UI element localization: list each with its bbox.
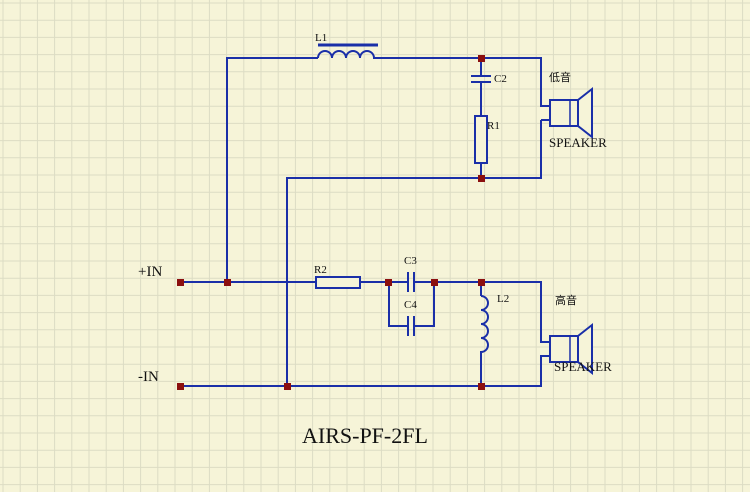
label-c3: C3 bbox=[404, 255, 417, 267]
capacitor-c4 bbox=[407, 316, 415, 336]
label-low-speaker: SPEAKER bbox=[549, 135, 607, 150]
wire-low-return bbox=[286, 119, 550, 386]
node-l1-tap bbox=[224, 279, 231, 286]
wiring bbox=[180, 57, 550, 387]
label-minus-in: -IN bbox=[138, 369, 159, 385]
label-low-band: 低音 bbox=[549, 70, 571, 84]
wire-l1-out bbox=[376, 57, 550, 107]
node-l2-bottom bbox=[478, 383, 485, 390]
capacitor-c3 bbox=[407, 272, 415, 292]
label-c4: C4 bbox=[404, 299, 417, 311]
speaker-high bbox=[549, 322, 593, 376]
label-plus-in: +IN bbox=[138, 264, 162, 280]
wire-c4-branch-right bbox=[414, 282, 435, 327]
junction-nodes bbox=[177, 55, 485, 390]
node-l2-top bbox=[478, 279, 485, 286]
speaker-low bbox=[549, 86, 593, 140]
wire-minus-in bbox=[180, 355, 550, 387]
inductor-l1 bbox=[317, 43, 378, 59]
node-minus-in bbox=[177, 383, 184, 390]
node-return-bottom bbox=[284, 383, 291, 390]
label-r2: R2 bbox=[314, 264, 327, 276]
label-l2: L2 bbox=[497, 293, 509, 305]
node-r1-bottom bbox=[478, 175, 485, 182]
inductor-l2 bbox=[480, 295, 489, 355]
label-high-speaker: SPEAKER bbox=[554, 359, 612, 374]
wire-caps-to-l2 bbox=[434, 281, 550, 343]
label-high-band: 高音 bbox=[555, 293, 577, 307]
label-c2: C2 bbox=[494, 73, 507, 85]
node-caps-left bbox=[385, 279, 392, 286]
node-c2-top bbox=[478, 55, 485, 62]
resistor-r1 bbox=[474, 115, 488, 164]
wire-c4-branch-left bbox=[388, 282, 408, 327]
diagram-title: AIRS-PF-2FL bbox=[302, 423, 428, 448]
node-plus-in bbox=[177, 279, 184, 286]
label-l1: L1 bbox=[315, 32, 327, 44]
capacitor-c2 bbox=[471, 75, 491, 83]
wire-to-l1 bbox=[226, 57, 318, 282]
label-r1: R1 bbox=[487, 120, 500, 132]
node-caps-right bbox=[431, 279, 438, 286]
resistor-r2 bbox=[315, 276, 361, 289]
